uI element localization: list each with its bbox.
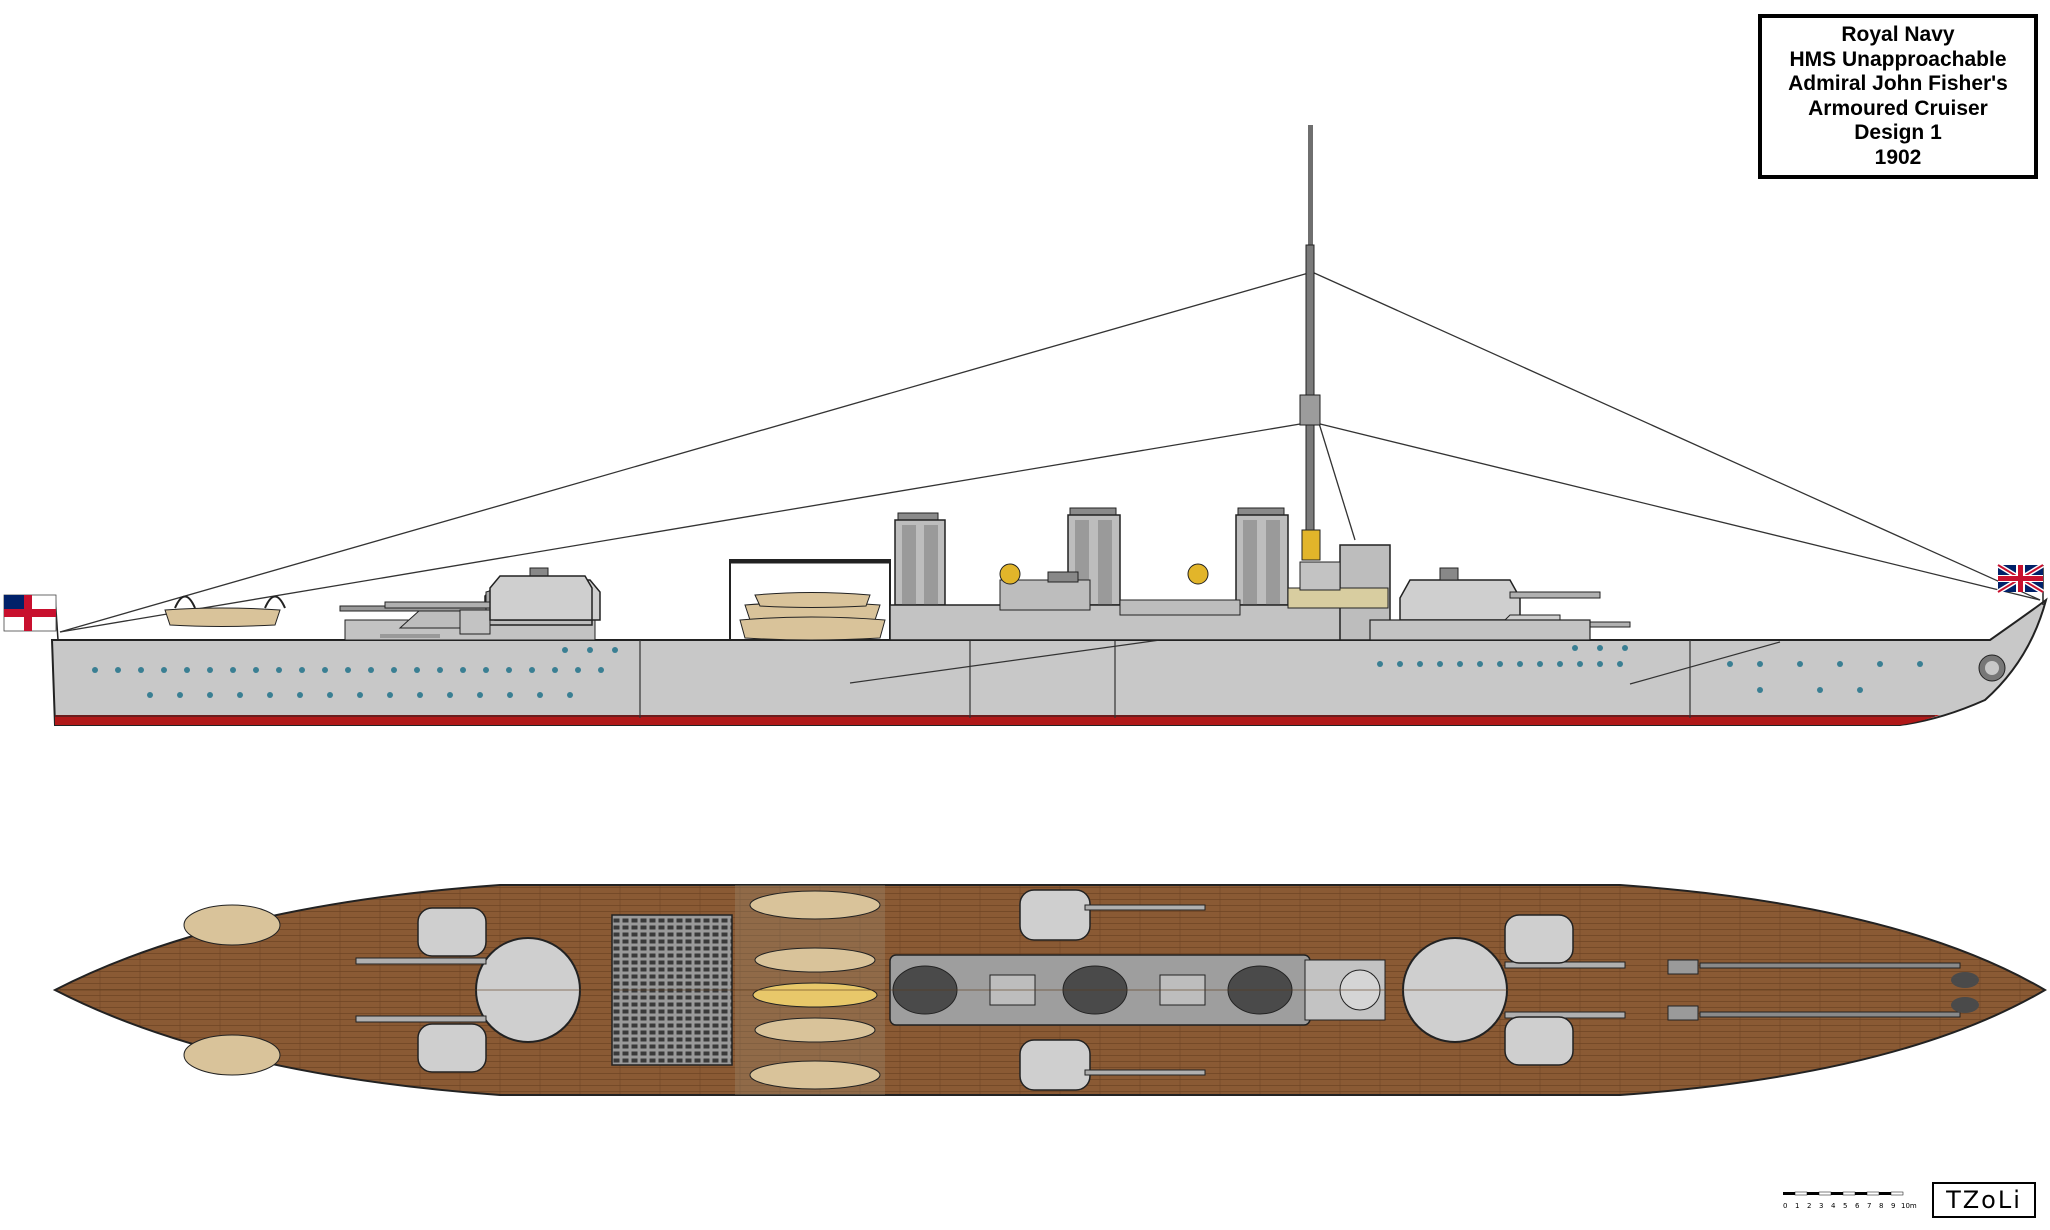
boot-topping (55, 715, 1940, 725)
forecastle-deckhouse (1369, 619, 1591, 641)
portholes (92, 645, 1923, 698)
title-line-type: Armoured Cruiser (1808, 96, 1988, 120)
title-line-admiral: Admiral John Fisher's (1788, 72, 2008, 95)
bridge (1287, 544, 1391, 641)
scale-label: 0 (1783, 1202, 1787, 1210)
scale-label: 2 (1807, 1202, 1811, 1210)
scale-label: 5 (1843, 1202, 1847, 1210)
scale-label: 3 (1819, 1202, 1823, 1210)
aft-turrets-plan (355, 907, 581, 1073)
scale-bar: 0 1 2 3 4 5 6 7 8 9 10m (1783, 1191, 1917, 1210)
main-mast (1299, 125, 1321, 561)
stern-boat (164, 595, 286, 627)
funnels (894, 507, 1289, 606)
plan-view (52, 884, 2047, 1096)
title-line-design: Design 1 (1854, 121, 1942, 144)
union-jack-icon (1996, 562, 2045, 605)
title-line-ship: HMS Unapproachable (1789, 47, 2007, 71)
side-profile (3, 125, 2048, 726)
midship-superstructure (889, 563, 1371, 641)
aft-upper-turret (459, 575, 593, 635)
white-ensign-icon (3, 594, 59, 641)
scale-label: 9 (1891, 1202, 1895, 1210)
hull-lines (639, 639, 1781, 718)
artist-signature: TZoLi (1932, 1182, 2036, 1218)
boat-deck (729, 559, 891, 641)
hull-side (50, 597, 2048, 726)
anchor-icon (1978, 654, 2006, 682)
rigging (59, 271, 2041, 633)
stern-boat-port (183, 904, 281, 946)
title-line-year: 1902 (1874, 145, 1922, 169)
scale-label: 7 (1867, 1202, 1871, 1210)
scale-label: 10m (1901, 1202, 1917, 1210)
scale-label: 1 (1795, 1202, 1799, 1210)
title-line-navy: Royal Navy (1841, 23, 1955, 46)
stern-boat-starboard (183, 1034, 281, 1076)
title-block: Royal Navy HMS Unapproachable Admiral Jo… (1758, 14, 2038, 179)
scale-label: 8 (1879, 1202, 1883, 1210)
midship-turrets-plan (1019, 889, 1206, 1091)
scale-label: 6 (1855, 1202, 1860, 1210)
scale-label: 4 (1831, 1202, 1836, 1210)
